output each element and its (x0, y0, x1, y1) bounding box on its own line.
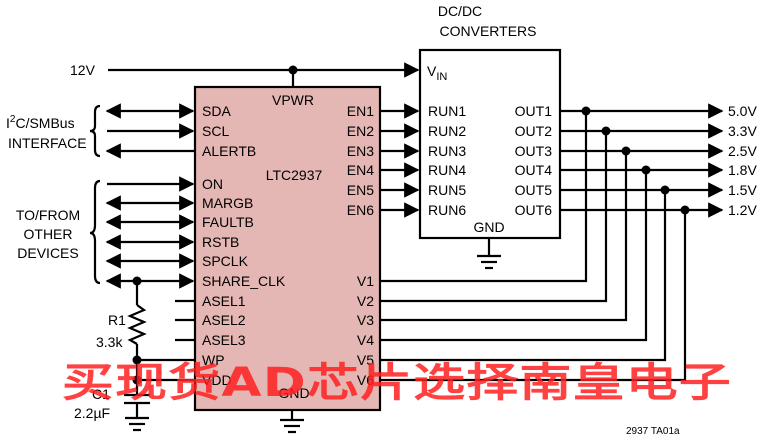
output-voltage: 2.5V (728, 143, 757, 159)
i2c-lines (105, 103, 195, 159)
watermark-text: 买现货AD芯片选择南皇电子 (62, 360, 732, 406)
pin-label: EN2 (347, 123, 374, 139)
i2c-label-line2: INTERFACE (8, 135, 87, 151)
dcdc-ground (477, 238, 501, 270)
pin-label: WP (202, 352, 225, 368)
devices-brace (89, 179, 101, 285)
feedback-lines (380, 106, 690, 382)
output-voltage: 1.2V (728, 202, 757, 218)
output-voltage-labels: 5.0V 3.3V 2.5V 1.8V 1.5V 1.2V (728, 103, 757, 218)
pin-label: RUN5 (428, 182, 466, 198)
pin-label: OUT4 (515, 162, 553, 178)
pin-label: MARGB (202, 195, 253, 211)
pin-label: ON (202, 176, 223, 192)
ltc2937-chip (193, 85, 382, 412)
pin-label: RUN6 (428, 202, 466, 218)
pin-label: FAULTB (202, 214, 254, 230)
pin-label: ASEL3 (202, 332, 246, 348)
pin-label: EN3 (347, 143, 374, 159)
other-devices-line1: TO/FROM (16, 207, 80, 223)
pin-label: EN1 (347, 103, 374, 119)
pin-label: SPCLK (202, 253, 249, 269)
output-voltage: 3.3V (728, 123, 757, 139)
pin-label: EN6 (347, 202, 374, 218)
pin-label: V2 (357, 293, 374, 309)
pin-label: RUN1 (428, 103, 466, 119)
dcdc-vin-label: VIN (427, 63, 447, 83)
pin-label: OUT1 (515, 103, 553, 119)
output-voltage: 1.8V (728, 162, 757, 178)
dcdc-out-pin-labels: OUT1 OUT2 OUT3 OUT4 OUT5 OUT6 (515, 103, 553, 218)
pin-label: ASEL1 (202, 293, 246, 309)
pin-label: RUN4 (428, 162, 466, 178)
pin-label: ASEL2 (202, 312, 246, 328)
pin-label: V5 (357, 352, 374, 368)
ltc-v-pin-labels: V1 V2 V3 V4 V5 V6 (357, 273, 374, 388)
pin-label: SDA (202, 103, 231, 119)
supply-label: 12V (70, 62, 96, 78)
dcdc-converter-box (418, 48, 562, 240)
c1-value: 2.2µF (74, 405, 110, 421)
junction-dot (288, 65, 298, 75)
pin-label: V1 (357, 273, 374, 289)
pin-label: SHARE_CLK (202, 273, 286, 289)
device-lines (105, 176, 195, 289)
pin-label: V6 (357, 372, 374, 388)
ltc-gnd-label: GND (278, 385, 309, 401)
asel-lines (175, 299, 195, 342)
r1-c1-network (124, 276, 195, 432)
output-voltage: 5.0V (728, 103, 757, 119)
dcdc-title-line2: CONVERTERS (440, 23, 537, 39)
ltc-left-pin-labels: SDA SCL ALERTB ON MARGB FAULTB RSTB SPCL… (202, 103, 286, 388)
r1-value: 3.3k (96, 334, 123, 350)
pin-label: VDD (202, 372, 232, 388)
pin-label: OUT2 (515, 123, 553, 139)
pin-label: RUN2 (428, 123, 466, 139)
ltc-ground (280, 410, 304, 434)
other-devices-line3: DEVICES (17, 245, 78, 261)
pin-label: EN5 (347, 182, 374, 198)
figure-id: 2937 TA01a (626, 426, 680, 437)
pin-label: ALERTB (202, 143, 256, 159)
pin-label: OUT5 (515, 182, 553, 198)
dcdc-title-line1: DC/DC (438, 3, 482, 19)
dcdc-run-pin-labels: RUN1 RUN2 RUN3 RUN4 RUN5 RUN6 (428, 103, 466, 218)
output-lines (560, 103, 724, 218)
r1-name: R1 (108, 312, 126, 328)
vpwr-label: VPWR (272, 92, 314, 108)
i2c-brace (89, 104, 101, 158)
chip-part-label: LTC2937 (266, 167, 323, 183)
i2c-label-line1: I2C/SMBus (6, 114, 75, 131)
pin-label: SCL (202, 123, 229, 139)
dcdc-gnd-label: GND (473, 219, 504, 235)
other-devices-line2: OTHER (24, 226, 73, 242)
pin-label: OUT6 (515, 202, 553, 218)
pin-label: V4 (357, 332, 374, 348)
ltc-en-pin-labels: EN1 EN2 EN3 EN4 EN5 EN6 (347, 103, 374, 218)
pin-label: OUT3 (515, 143, 553, 159)
en-run-lines (380, 103, 420, 218)
c1-name: C1 (92, 386, 110, 402)
pin-label: RUN3 (428, 143, 466, 159)
output-voltage: 1.5V (728, 182, 757, 198)
pin-label: EN4 (347, 162, 374, 178)
pin-label: V3 (357, 312, 374, 328)
pin-label: RSTB (202, 234, 239, 250)
